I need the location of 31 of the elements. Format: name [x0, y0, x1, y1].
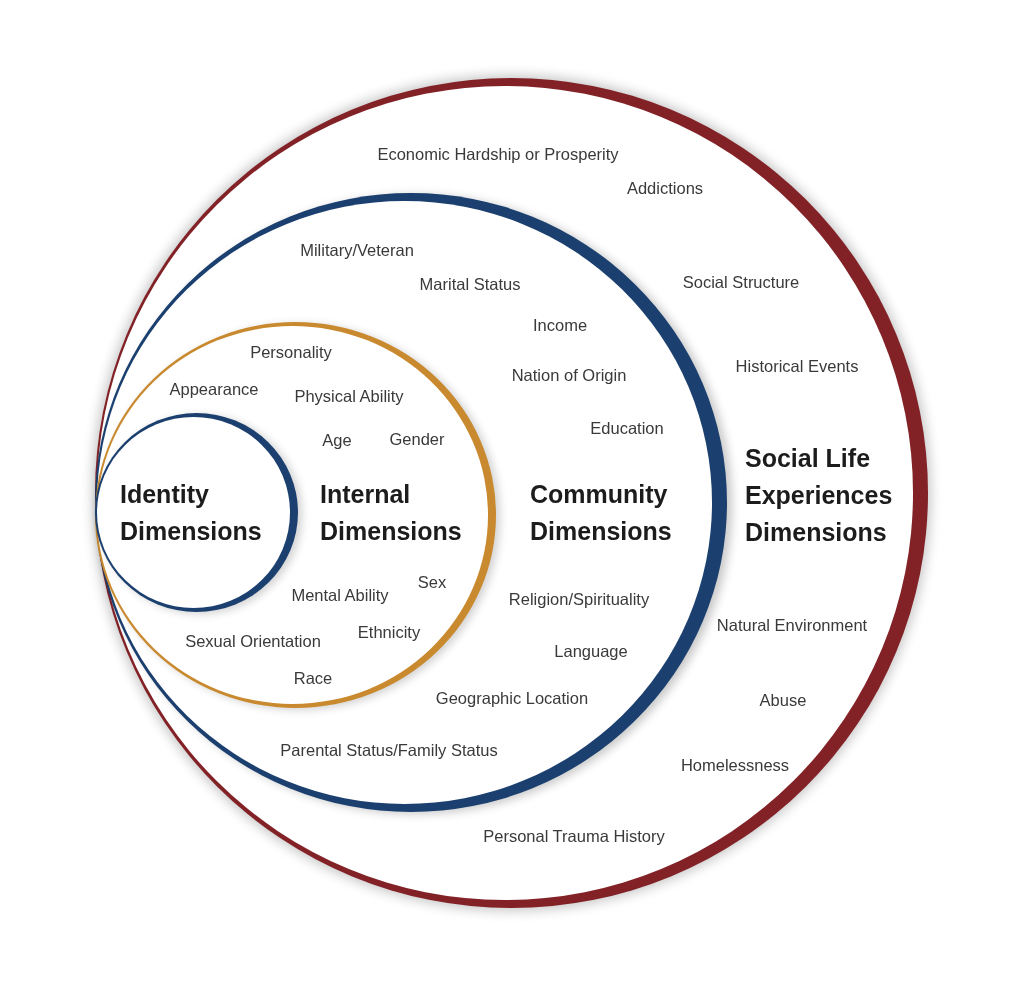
circle-title: Internal Dimensions [320, 479, 463, 547]
dimension-label: Physical Ability [294, 386, 404, 406]
dimension-label: Nation of Origin [511, 365, 627, 385]
dimension-label: Appearance [169, 379, 259, 399]
dimension-label: Historical Events [735, 356, 859, 376]
dimension-label: Education [590, 418, 664, 438]
circle-title: Social Life Experiences Dimensions [745, 443, 894, 548]
dimension-label: Age [322, 430, 352, 450]
dimension-label: Military/Veteran [300, 240, 414, 260]
dimension-label: Personal Trauma History [483, 826, 665, 846]
circle-title: Identity Dimensions [120, 479, 263, 547]
dimension-label: Natural Environment [716, 615, 868, 635]
dimension-label: Mental Ability [291, 585, 389, 605]
dimension-label: Ethnicity [357, 622, 421, 642]
dimension-label: Marital Status [419, 274, 521, 294]
dimension-label: Language [554, 641, 628, 661]
dimension-label: Social Structure [682, 272, 800, 292]
dimension-label: Sex [417, 572, 447, 592]
dimension-label: Personality [250, 342, 332, 362]
dimension-label: Gender [389, 429, 445, 449]
dimension-label: Geographic Location [435, 688, 589, 708]
dimension-label: Economic Hardship or Prosperity [377, 144, 619, 164]
dimension-label: Parental Status/Family Status [280, 740, 498, 760]
dimension-label: Abuse [759, 690, 807, 710]
dimension-label: Income [532, 315, 588, 335]
dimension-label: Sexual Orientation [185, 631, 321, 651]
dimension-label: Addictions [626, 178, 704, 198]
dimension-label: Homelessness [680, 755, 790, 775]
dimension-label: Race [293, 668, 333, 688]
dimension-label: Religion/Spirituality [508, 589, 650, 609]
circle-title: Community Dimensions [530, 479, 673, 547]
